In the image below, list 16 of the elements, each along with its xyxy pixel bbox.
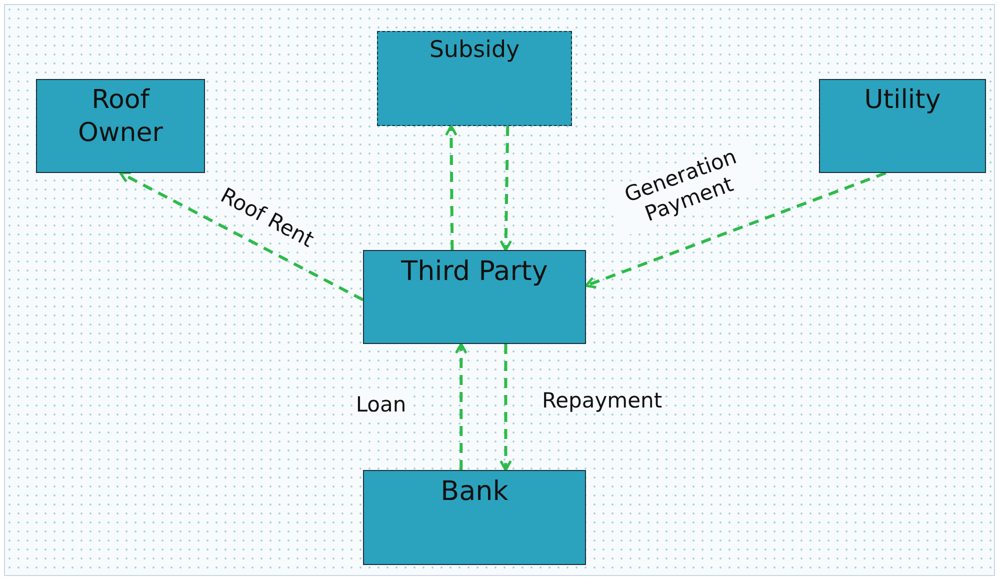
dashed-arrow bbox=[584, 172, 886, 288]
process-box bbox=[377, 31, 572, 126]
dashed-arrow bbox=[119, 172, 364, 302]
box-label: Subsidy bbox=[429, 36, 520, 65]
dashed-arrow bbox=[499, 344, 512, 472]
process-box bbox=[363, 250, 586, 344]
process-box bbox=[36, 79, 205, 173]
process-box bbox=[819, 79, 986, 173]
box-label: Third Party bbox=[401, 255, 548, 289]
dashed-arrow bbox=[500, 126, 512, 252]
box-label: Utility bbox=[864, 84, 941, 116]
process-box bbox=[363, 470, 586, 565]
dashed-arrow bbox=[444, 124, 458, 250]
box-label: Roof Owner bbox=[77, 84, 164, 149]
dashed-arrow bbox=[454, 342, 468, 470]
box-label: Bank bbox=[440, 475, 508, 509]
